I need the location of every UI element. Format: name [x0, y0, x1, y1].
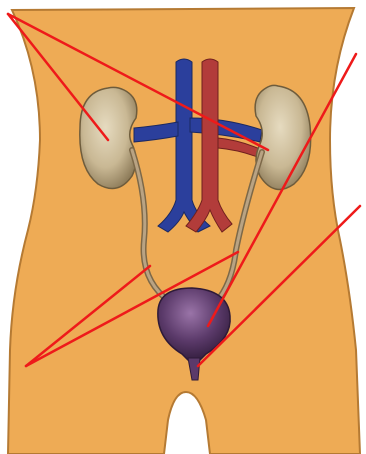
right-kidney [255, 85, 311, 189]
left-kidney [80, 87, 137, 188]
